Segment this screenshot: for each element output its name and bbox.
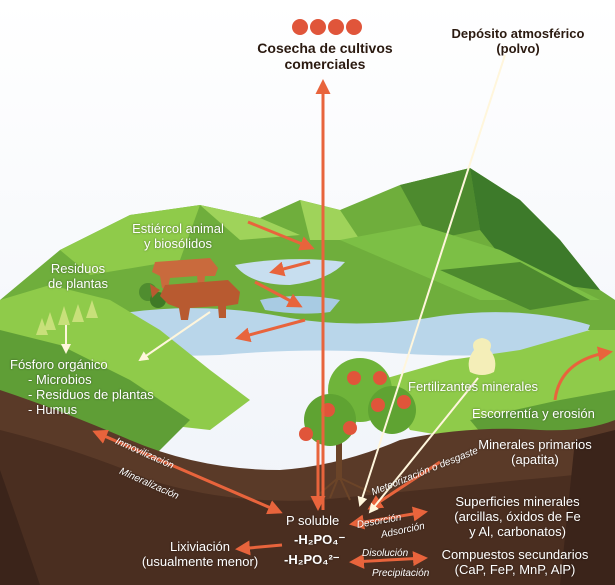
precipitation-label: Precipitación (372, 568, 430, 579)
deposit-arrow (357, 54, 506, 507)
soluble-p-label: P soluble (286, 513, 340, 528)
harvest-fruits-icon (292, 19, 362, 35)
manure-label: Estiércol animal y biosólidos (132, 221, 224, 251)
h2po4-label: -H₂PO₄⁻ (294, 532, 346, 547)
manure-to-organic-arrow (138, 311, 211, 362)
manure-arrow-4 (235, 318, 306, 343)
weathering-arrow (367, 460, 441, 510)
manure-arrow-1 (247, 220, 315, 251)
fertilizer-label: Fertilizantes minerales (408, 379, 539, 394)
dissolution-precipitation-arrow (349, 551, 428, 569)
fertilizer-bag-icon (468, 338, 496, 375)
soil-section (0, 390, 615, 585)
fertilizer-arrow (368, 377, 479, 514)
immobilization-mineralization-arrow (92, 429, 283, 515)
flow-arrows (92, 79, 613, 569)
primary-minerals-label: Minerales primarios (apatita) (478, 437, 592, 467)
leaching-arrow (235, 540, 283, 556)
dissolution-label: Disolución (362, 548, 409, 559)
leaching-label: Lixiviación (usualmente menor) (141, 539, 259, 569)
hpo4-label: -H₂PO₄²⁻ (284, 552, 340, 567)
residues-label: Residuos de plantas (48, 261, 108, 291)
organic-p-label: Fósforo orgánico - Microbios - Residuos … (10, 357, 154, 417)
orange-tree (299, 358, 416, 501)
runoff-arrow (553, 346, 613, 401)
mineral-surfaces-label: Superficies minerales (arcillas, óxidos … (454, 494, 581, 539)
lake (110, 259, 590, 356)
cattle (150, 258, 240, 320)
harvest-label: Cosecha de cultivos comerciales (257, 40, 393, 73)
manure-arrow-3 (254, 280, 303, 308)
runoff-label: Escorrentía y erosión (472, 406, 595, 421)
secondary-compounds-label: Compuestos secundarios (CaP, FeP, MnP, A… (441, 547, 589, 577)
deposit-label: Depósito atmosférico (polvo) (451, 26, 585, 56)
manure-arrow-2 (269, 260, 311, 277)
small-trees (36, 300, 98, 335)
desorption-adsorption-arrow (349, 506, 428, 530)
